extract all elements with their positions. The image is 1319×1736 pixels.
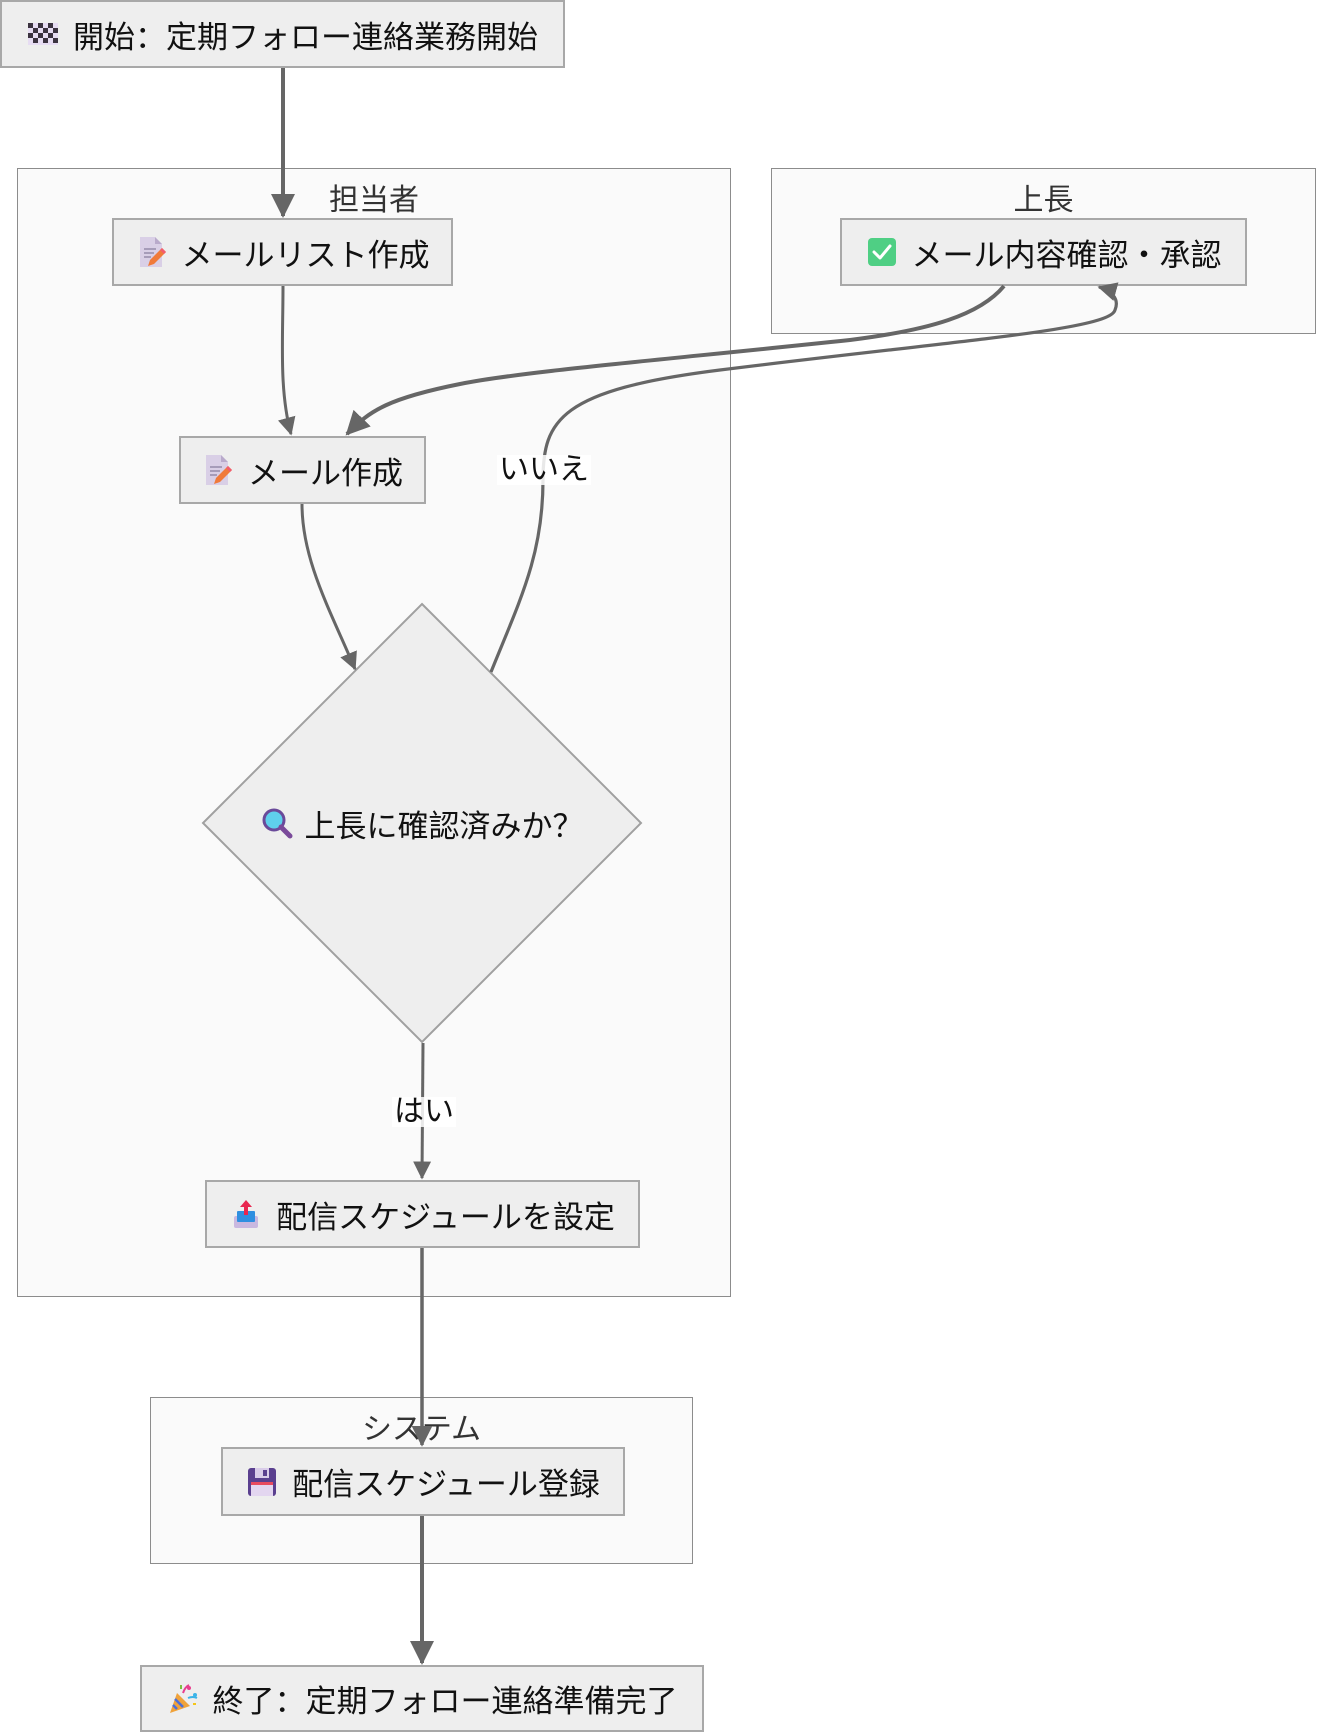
node-register-label: 配信スケジュール登録 [292,1467,600,1503]
lane-title-joucho: 上長 [1013,183,1074,218]
node-decision-label: 上長に確認済みか？ [304,808,584,845]
checkered-flag-icon [27,18,59,50]
node-mail-create-label: メール作成 [248,455,403,492]
check-box-icon [866,236,898,268]
node-end-label: 終了：定期フォロー連絡準備完了 [212,1684,678,1720]
node-mail-list[interactable]: メールリスト作成 [112,218,453,286]
decision-diamond[interactable] [201,602,643,1044]
node-start-label: 開始：定期フォロー連絡業務開始 [73,19,538,56]
node-mail-create[interactable]: メール作成 [179,436,426,504]
edge-label-no: いいえ [497,452,591,487]
edge-label-yes: はい [392,1094,456,1129]
node-decision-label-wrap: 上長に確認済みか？ [203,798,641,848]
node-set-schedule[interactable]: 配信スケジュールを設定 [205,1180,640,1248]
node-register[interactable]: 配信スケジュール登録 [221,1447,625,1516]
memo-icon [202,454,234,486]
lane-title-tantousha: 担当者 [329,183,419,218]
node-approve[interactable]: メール内容確認・承認 [840,218,1247,286]
node-start[interactable]: 開始：定期フォロー連絡業務開始 [0,0,565,68]
node-end[interactable]: 終了：定期フォロー連絡準備完了 [140,1665,704,1732]
party-popper-icon [167,1683,199,1715]
memo-icon [136,236,168,268]
node-set-schedule-label: 配信スケジュールを設定 [276,1199,615,1236]
floppy-disk-icon [246,1466,278,1498]
node-approve-label: メール内容確認・承認 [911,237,1222,274]
outbox-tray-icon [230,1198,262,1230]
magnifier-icon [261,807,293,839]
node-mail-list-label: メールリスト作成 [181,237,430,274]
